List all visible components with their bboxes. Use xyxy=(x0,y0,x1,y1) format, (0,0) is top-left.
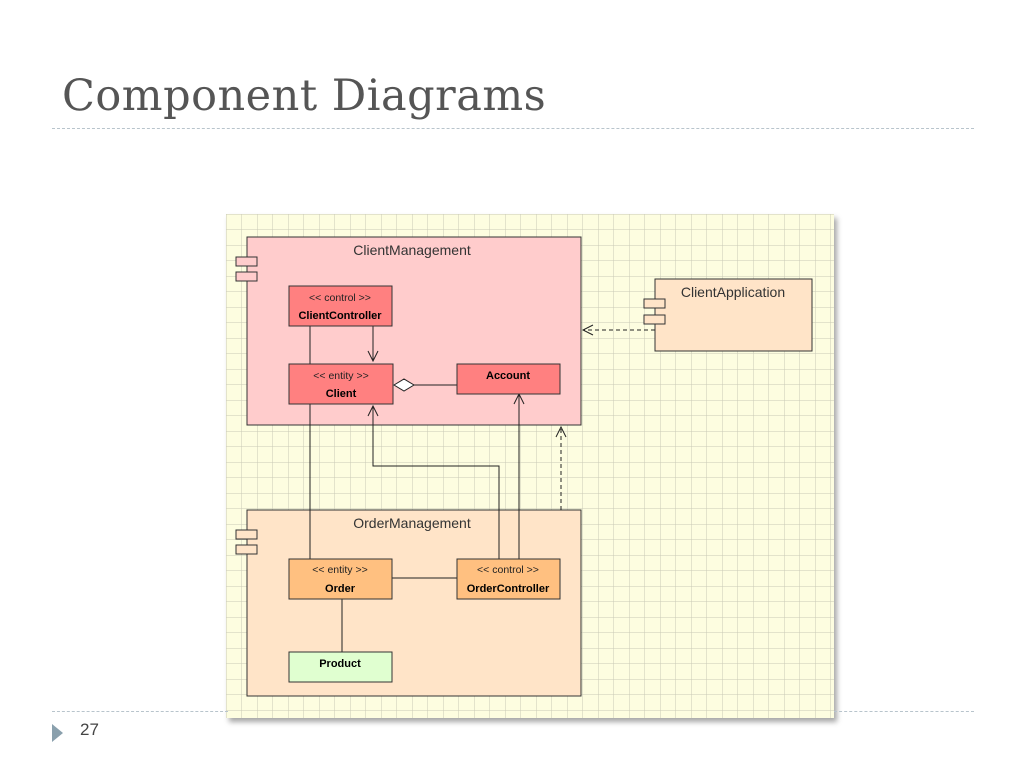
class-stereotype: << entity >> xyxy=(313,370,368,382)
class-account[interactable]: Account xyxy=(456,363,561,395)
component-label: ClientApplication xyxy=(681,284,785,300)
class-stereotype: << control >> xyxy=(309,292,371,304)
class-name: Product xyxy=(319,658,361,670)
class-stereotype: << entity >> xyxy=(312,564,367,576)
class-client[interactable]: << entity >> Client xyxy=(288,363,394,405)
component-port-icon xyxy=(235,256,258,267)
class-order[interactable]: << entity >> Order xyxy=(288,558,393,600)
component-port-icon xyxy=(235,529,258,540)
title-divider xyxy=(52,128,974,129)
arrow-head xyxy=(555,425,567,438)
footer-divider-right xyxy=(834,711,974,712)
class-stereotype: << control >> xyxy=(477,564,539,576)
component-port-icon xyxy=(235,544,258,555)
component-port-icon xyxy=(643,314,666,325)
order-management-component[interactable]: OrderManagement xyxy=(235,509,582,697)
component-label: OrderManagement xyxy=(353,515,471,531)
aggregation-diamond xyxy=(393,378,415,392)
class-product[interactable]: Product xyxy=(288,651,393,683)
connector-line xyxy=(372,406,500,559)
connectors xyxy=(309,324,655,652)
component-port-icon xyxy=(643,298,666,309)
slide-title: Component Diagrams xyxy=(62,71,547,121)
client-application-component[interactable]: ClientApplication xyxy=(643,278,813,352)
component-diagram: ClientManagement ClientApplication Order… xyxy=(226,214,834,718)
component-port-icon xyxy=(235,271,258,282)
class-name: Client xyxy=(326,388,357,400)
class-name: ClientController xyxy=(298,310,382,322)
class-name: Order xyxy=(325,583,356,595)
arrow-head xyxy=(367,404,379,417)
class-name: Account xyxy=(486,370,530,382)
arrow-head xyxy=(581,324,594,336)
class-order-controller[interactable]: << control >> OrderController xyxy=(456,558,561,600)
component-label: ClientManagement xyxy=(353,242,471,258)
class-name: OrderController xyxy=(467,583,550,595)
class-client-controller[interactable]: << control >> ClientController xyxy=(288,285,393,327)
triangle-bullet-icon xyxy=(52,724,63,742)
page-number: 27 xyxy=(80,720,99,739)
client-management-component[interactable]: ClientManagement xyxy=(235,236,582,426)
arrow-head xyxy=(367,350,379,363)
footer-divider-left xyxy=(52,711,228,712)
